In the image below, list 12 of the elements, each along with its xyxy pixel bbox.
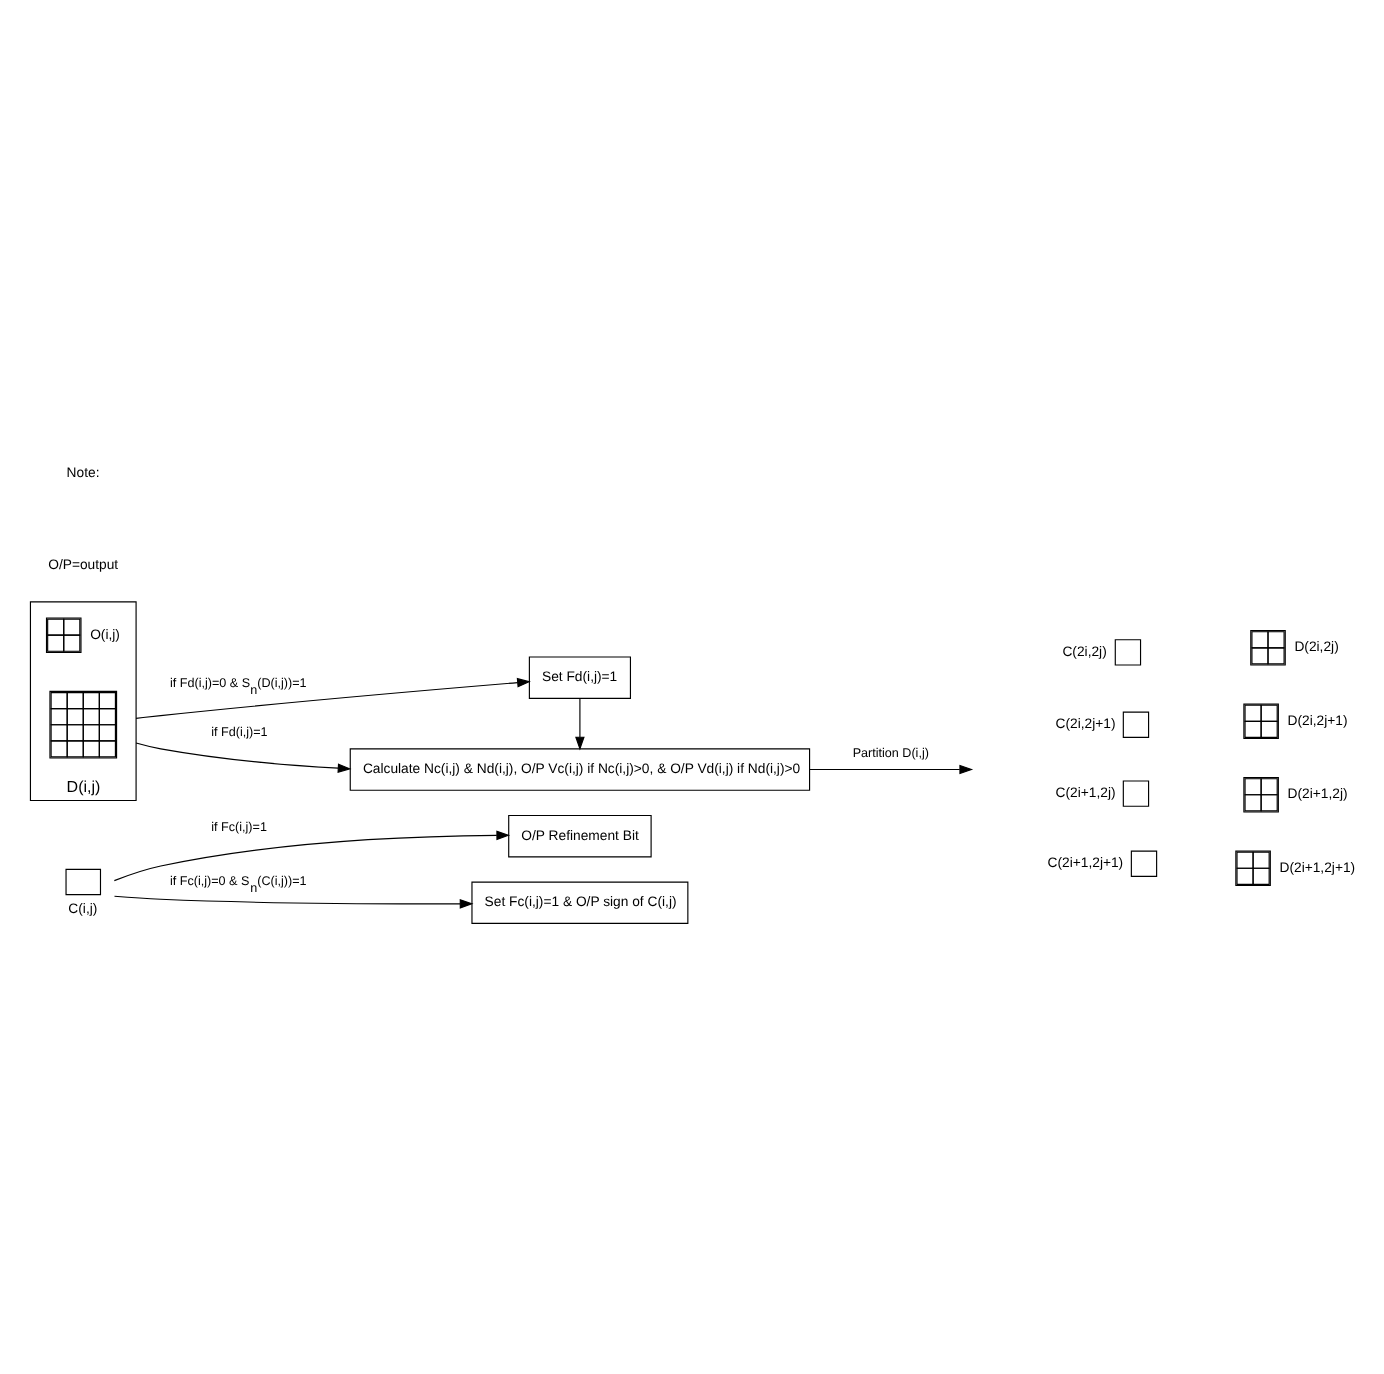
node-box <box>1130 849 1158 876</box>
node-box <box>1114 638 1142 665</box>
arrow <box>135 741 352 772</box>
cluster <box>29 600 137 801</box>
node-box <box>1122 710 1150 737</box>
node-box <box>1122 779 1150 806</box>
arrow <box>809 763 974 774</box>
arrow <box>575 697 585 750</box>
arrow <box>135 676 531 718</box>
arrow <box>113 894 474 908</box>
arrow <box>113 829 511 881</box>
node-box <box>65 867 102 895</box>
